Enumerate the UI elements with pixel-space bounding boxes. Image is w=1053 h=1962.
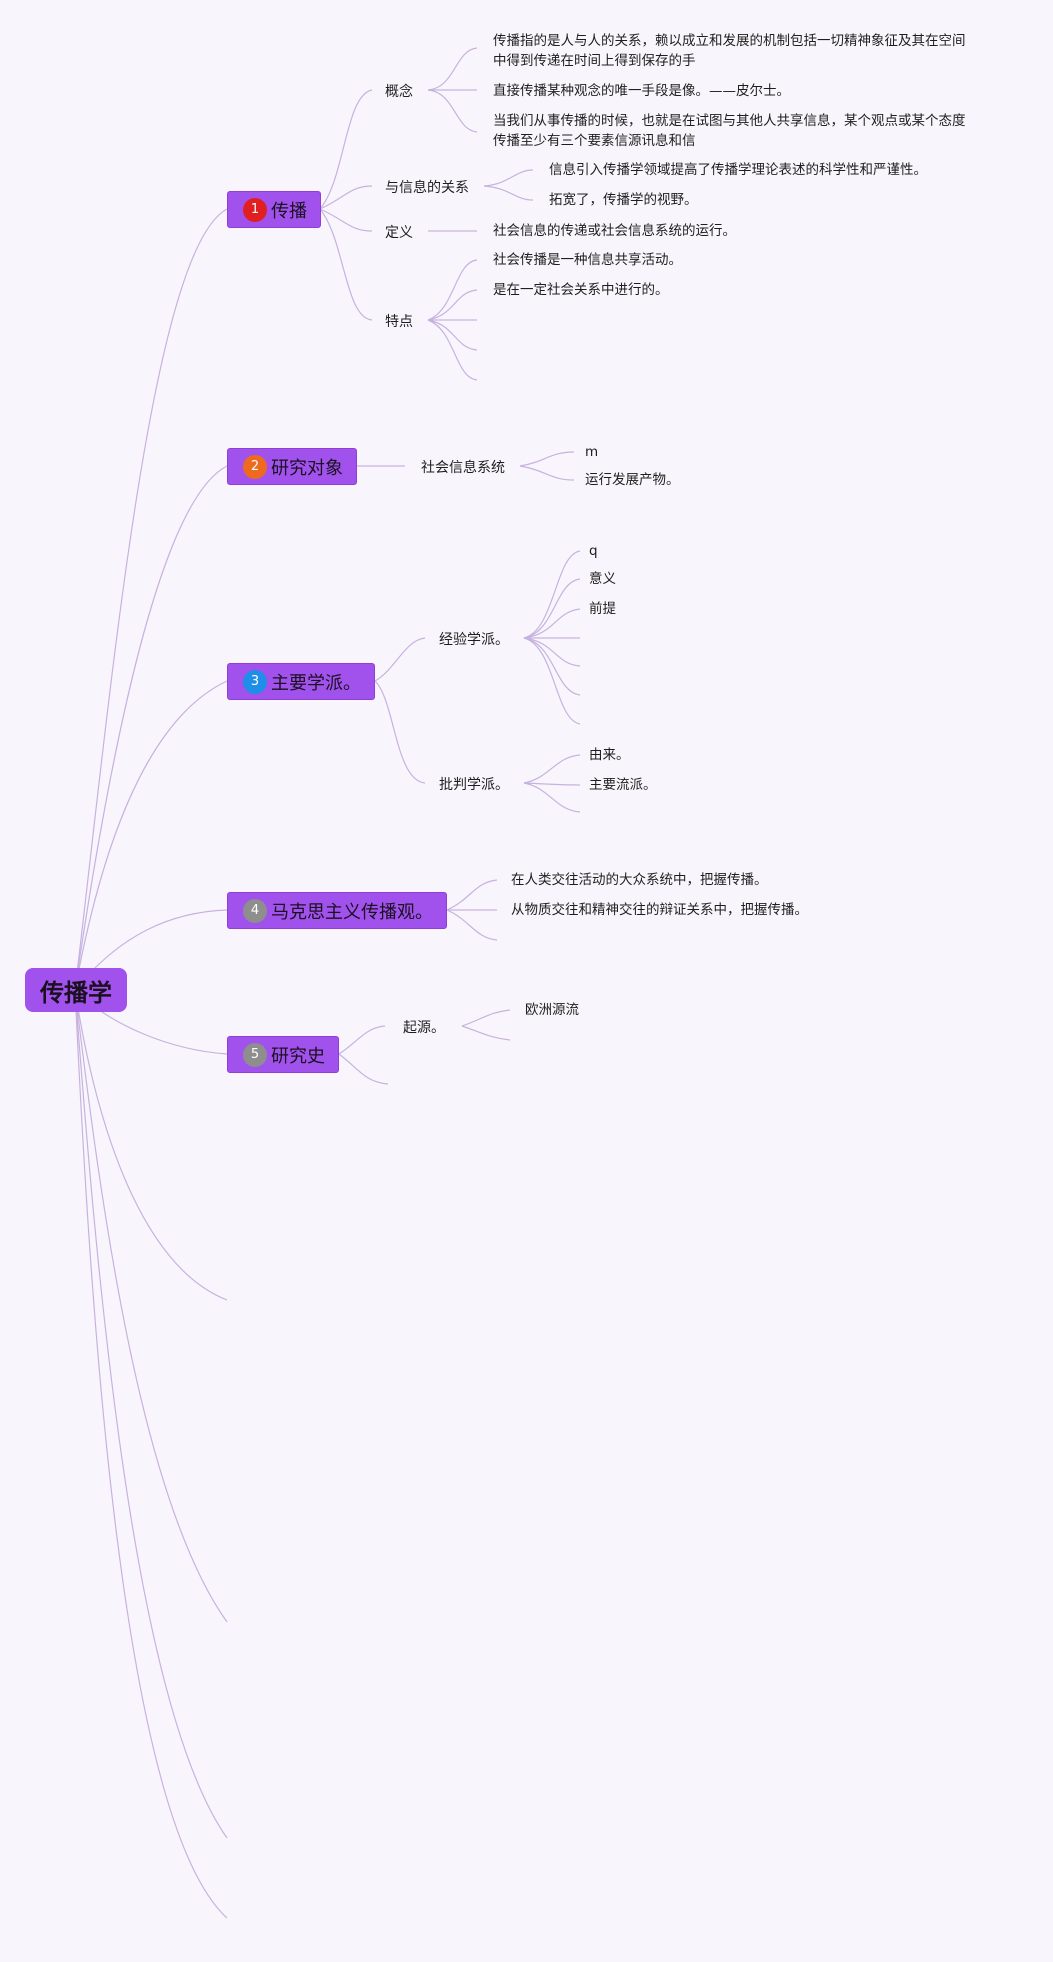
link-concept-l3 (427, 89, 478, 133)
subtopic-features[interactable]: 特点 (385, 314, 413, 330)
topic-label: 研究对象 (271, 457, 343, 479)
link-root-blank-1 (74, 989, 228, 1301)
link-t1-feature (319, 208, 373, 321)
leaf-relation-1[interactable]: 信息引入传播学领域提高了传播学理论表述的科学性和严谨性。 (549, 162, 927, 178)
link-relation-l2 (483, 185, 534, 201)
link-system-l1 (519, 451, 575, 467)
leaf-empirical-1[interactable]: q (589, 543, 598, 559)
leaf-system-2[interactable]: 运行发展产物。 (585, 472, 680, 488)
leaf-concept-2[interactable]: 直接传播某种观念的唯一手段是像。——皮尔士。 (493, 83, 790, 99)
link-t5-origin (338, 1025, 386, 1055)
link-feature-l5 (427, 319, 478, 381)
link-root-blank-4 (74, 989, 228, 1919)
leaf-feature-1[interactable]: 社会传播是一种信息共享活动。 (493, 252, 682, 268)
priority-2-icon: 2 (243, 454, 267, 479)
link-critical-l2 (523, 782, 581, 786)
priority-3-icon: 3 (243, 669, 267, 694)
link-empirical-l3 (523, 608, 581, 639)
priority-5-icon: 5 (243, 1042, 267, 1067)
leaf-critical-2[interactable]: 主要流派。 (589, 777, 657, 793)
link-empirical-l7 (523, 637, 581, 725)
link-root-topic-3 (74, 680, 228, 991)
link-feature-l2 (427, 289, 478, 321)
topic-research-history[interactable]: 5 研究史 (227, 1036, 339, 1073)
leaf-marxist-2[interactable]: 从物质交往和精神交往的辩证关系中，把握传播。 (511, 902, 808, 918)
link-empirical-l1 (523, 550, 581, 639)
subtopic-definition[interactable]: 定义 (385, 225, 413, 241)
topic-communication[interactable]: 1 传播 (227, 191, 321, 228)
subtopic-origin[interactable]: 起源。 (403, 1020, 445, 1036)
subtopic-relation-to-information[interactable]: 与信息的关系 (385, 180, 469, 196)
topic-label: 传播 (271, 200, 307, 222)
topic-label: 马克思主义传播观。 (271, 901, 433, 923)
link-t1-concept (319, 89, 373, 210)
link-root-blank-3 (74, 989, 228, 1839)
link-empirical-l2 (523, 578, 581, 639)
subtopic-social-info-system[interactable]: 社会信息系统 (421, 460, 505, 476)
leaf-critical-1[interactable]: 由来。 (589, 747, 630, 763)
link-empirical-l6 (523, 637, 581, 696)
link-empirical-l5 (523, 637, 581, 667)
leaf-relation-2[interactable]: 拓宽了，传播学的视野。 (549, 192, 698, 208)
link-critical-l1 (523, 754, 581, 784)
topic-research-object[interactable]: 2 研究对象 (227, 448, 357, 485)
topic-label: 主要学派。 (271, 672, 361, 694)
link-relation-l1 (483, 169, 534, 187)
leaf-empirical-2[interactable]: 意义 (589, 571, 616, 587)
link-origin-l1 (461, 1009, 511, 1027)
leaf-origin-1[interactable]: 欧洲源流 (525, 1002, 579, 1018)
link-t1-definition (319, 208, 373, 232)
root-topic[interactable]: 传播学 (25, 968, 127, 1012)
subtopic-empirical-school[interactable]: 经验学派。 (439, 632, 509, 648)
topic-label: 研究史 (271, 1045, 325, 1067)
link-feature-l4 (427, 319, 478, 351)
leaf-feature-2[interactable]: 是在一定社会关系中进行的。 (493, 282, 669, 298)
link-t3-empirical (374, 637, 426, 682)
link-feature-l1 (427, 259, 478, 321)
leaf-concept-3[interactable]: 当我们从事传播的时候，也就是在试图与其他人共享信息，某个观点或某个态度 传播至少… (493, 113, 966, 149)
link-root-topic-2 (74, 465, 228, 991)
topic-marxist-view[interactable]: 4 马克思主义传播观。 (227, 892, 447, 929)
link-t5-blank (338, 1053, 389, 1085)
link-root-topic-1 (74, 208, 228, 991)
priority-1-icon: 1 (243, 197, 267, 222)
link-t3-critical (374, 680, 426, 784)
link-origin-l2 (461, 1025, 511, 1041)
link-t4-l1 (446, 879, 498, 911)
priority-4-icon: 4 (243, 898, 267, 923)
link-critical-l3 (523, 782, 581, 813)
subtopic-critical-school[interactable]: 批判学派。 (439, 777, 509, 793)
link-t4-l3 (446, 909, 498, 941)
leaf-empirical-3[interactable]: 前提 (589, 601, 616, 617)
subtopic-concept[interactable]: 概念 (385, 84, 413, 100)
topic-main-schools[interactable]: 3 主要学派。 (227, 663, 375, 700)
leaf-definition-1[interactable]: 社会信息的传递或社会信息系统的运行。 (493, 223, 736, 239)
link-root-blank-2 (74, 989, 228, 1623)
leaf-marxist-1[interactable]: 在人类交往活动的大众系统中，把握传播。 (511, 872, 768, 888)
link-system-l2 (519, 465, 575, 481)
link-concept-l1 (427, 47, 478, 91)
leaf-system-1[interactable]: m (585, 444, 599, 460)
leaf-concept-1[interactable]: 传播指的是人与人的关系，赖以成立和发展的机制包括一切精神象征及其在空间 中得到传… (493, 33, 966, 69)
link-t1-relation (319, 185, 373, 210)
